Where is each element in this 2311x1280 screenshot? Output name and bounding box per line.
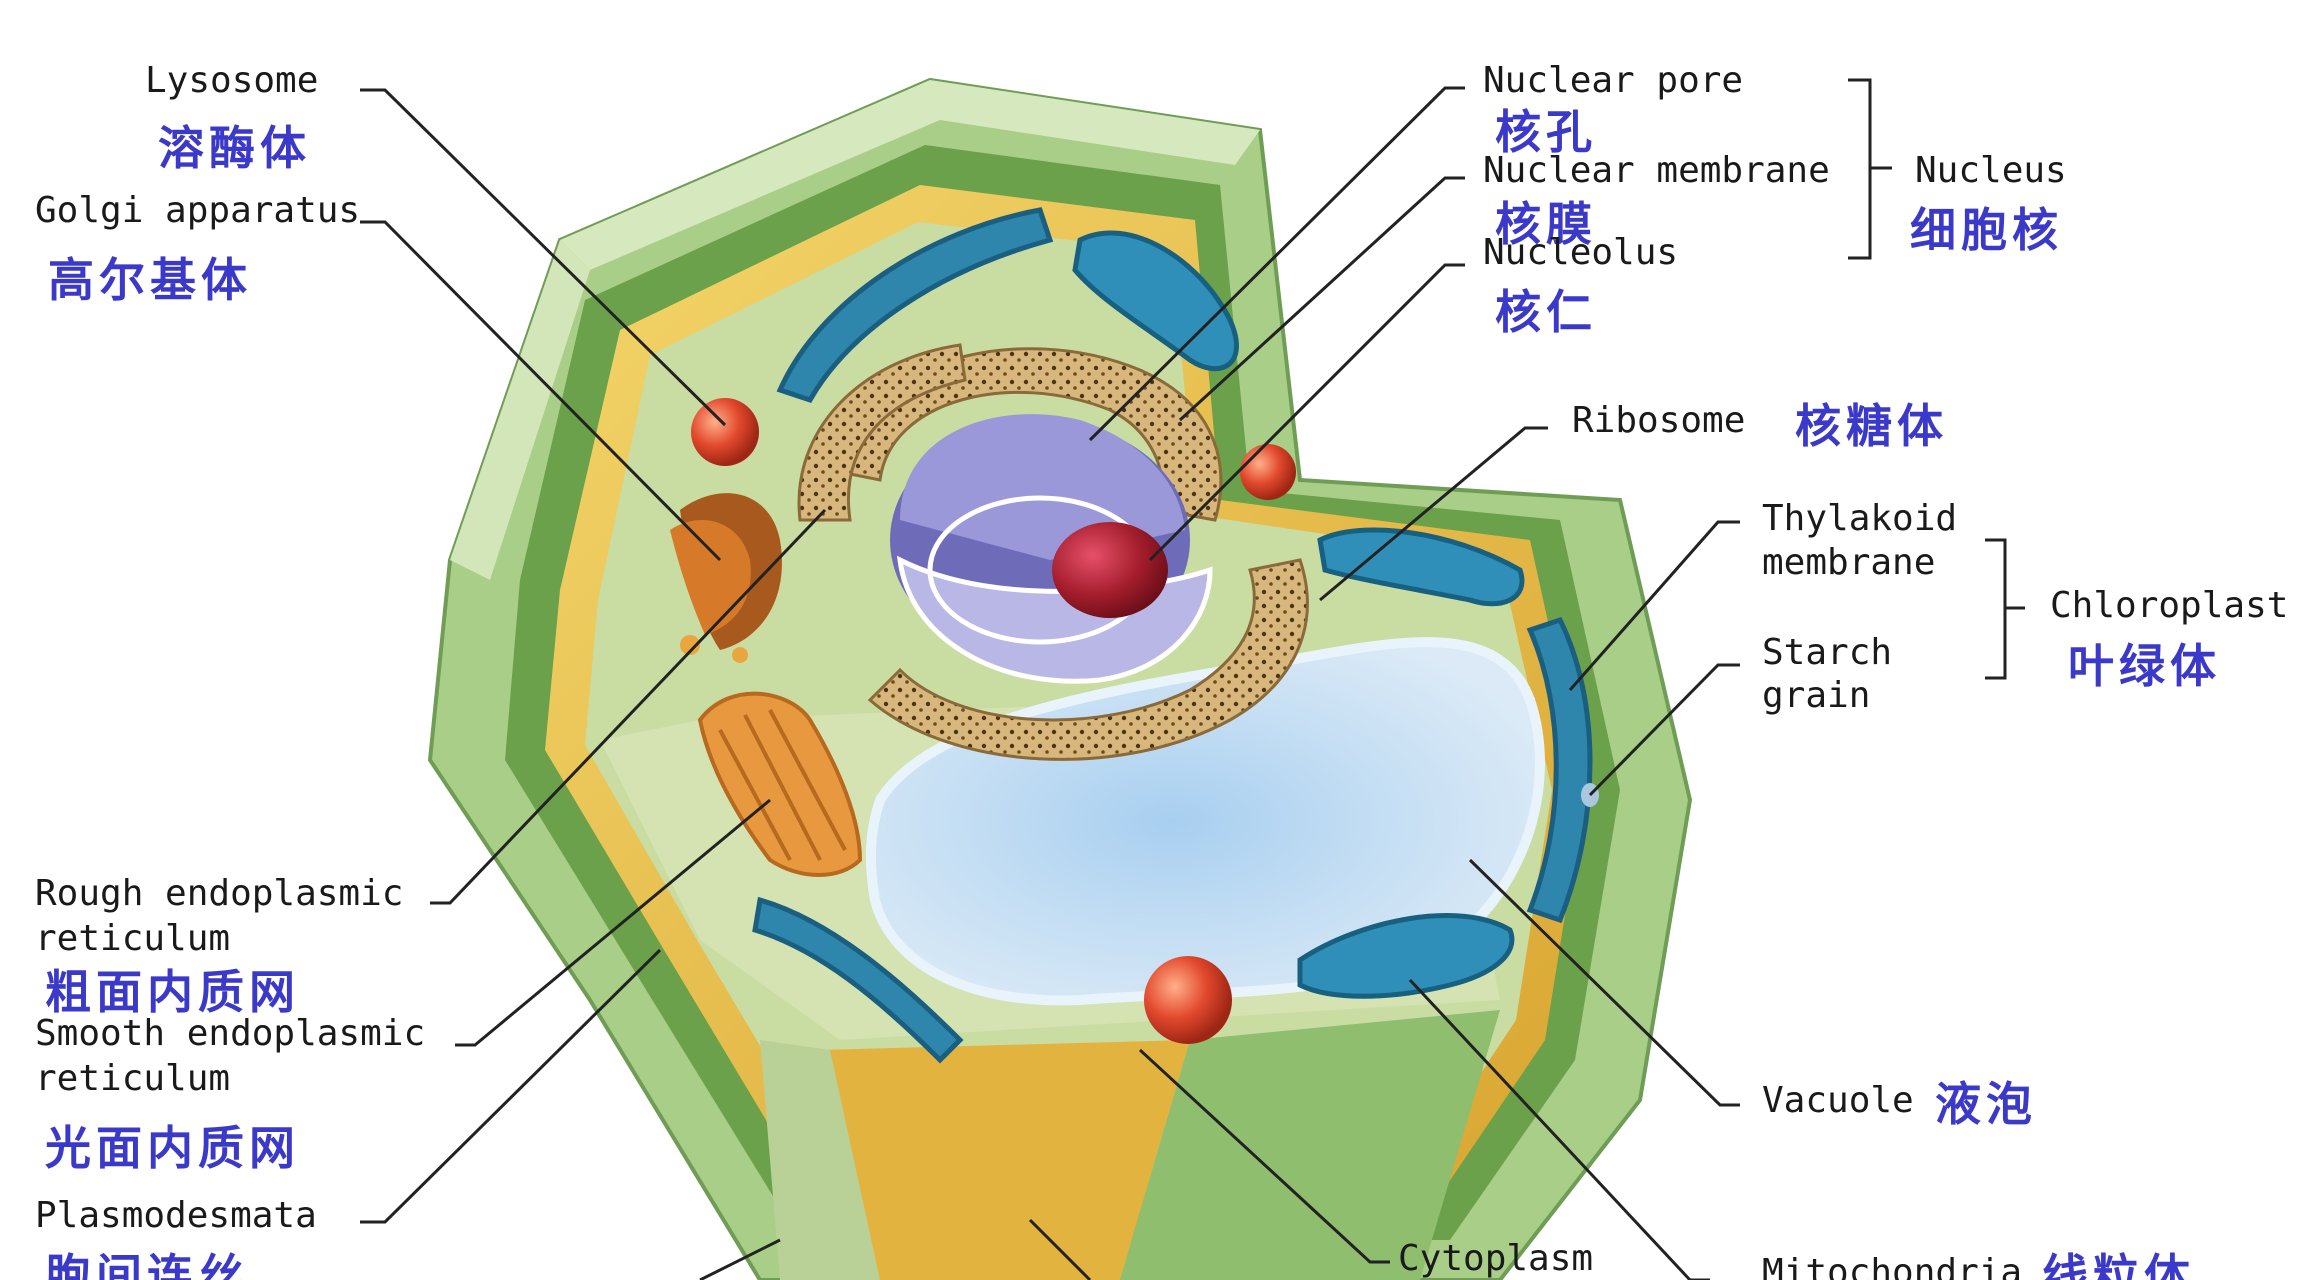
nuclear-membrane-label: Nuclear membrane (1483, 150, 1830, 191)
nucleus-label-zh: 细胞核 (1910, 203, 2063, 257)
mitochondria-label: Mitochondria (1762, 1252, 2023, 1280)
nucleolus-label-zh: 核仁 (1495, 285, 1597, 339)
mitochondria (1072, 230, 1525, 999)
nucleus-label: Nucleus (1915, 150, 2067, 191)
smooth-er-label-line1: Smooth endoplasmic (35, 1013, 426, 1054)
nuclear-pore-label-zh: 核孔 (1495, 105, 1597, 159)
cytoplasm-label: Cytoplasm (1398, 1238, 1594, 1279)
rough-er (797, 343, 1309, 761)
rough-er-label-zh: 粗面内质网 (45, 965, 300, 1019)
nucleolus (1052, 522, 1168, 618)
ribosome-label: Ribosome (1572, 400, 1746, 441)
mitochondria-label-zh: 线粒体 (2042, 1249, 2195, 1280)
nuclear-membrane-label-zh: 核膜 (1495, 197, 1597, 251)
nucleus (890, 414, 1213, 684)
golgi-apparatus (670, 493, 782, 663)
smooth-er-label-line2: reticulum (35, 1058, 231, 1099)
plasmodesmata-label: Plasmodesmata (35, 1195, 317, 1236)
nucleolus-label: Nucleolus (1483, 232, 1679, 273)
rough-er-label-line1: Rough endoplasmic (35, 873, 404, 914)
lysosome-label: Lysosome (145, 60, 319, 101)
lysosome-label-zh: 溶酶体 (158, 121, 311, 175)
golgi-label: Golgi apparatus (35, 190, 361, 231)
starch-grain-label-line2: grain (1762, 675, 1871, 716)
vacuole-label: Vacuole (1762, 1080, 1914, 1121)
leader-lines (360, 78, 2025, 1280)
chloroplasts (752, 207, 1599, 1064)
golgi-label-zh: 高尔基体 (48, 253, 252, 307)
thylakoid-label-line1: Thylakoid (1762, 498, 1958, 539)
rough-er-label-line2: reticulum (35, 918, 231, 959)
smooth-er (697, 691, 863, 877)
chloroplast-label-zh: 叶绿体 (2068, 639, 2221, 693)
ribosome-label-zh: 核糖体 (1795, 399, 1948, 453)
nuclear-pore-label: Nuclear pore (1483, 60, 1744, 101)
chloroplast-label: Chloroplast (2050, 585, 2289, 626)
starch-grain-label-line1: Starch (1762, 632, 1893, 673)
thylakoid-label-line2: membrane (1762, 542, 1936, 583)
vacuole-label-zh: 液泡 (1935, 1077, 2037, 1131)
plasmodesmata-label-zh: 胞间连丝 (45, 1249, 249, 1280)
smooth-er-label-zh: 光面内质网 (45, 1121, 300, 1175)
